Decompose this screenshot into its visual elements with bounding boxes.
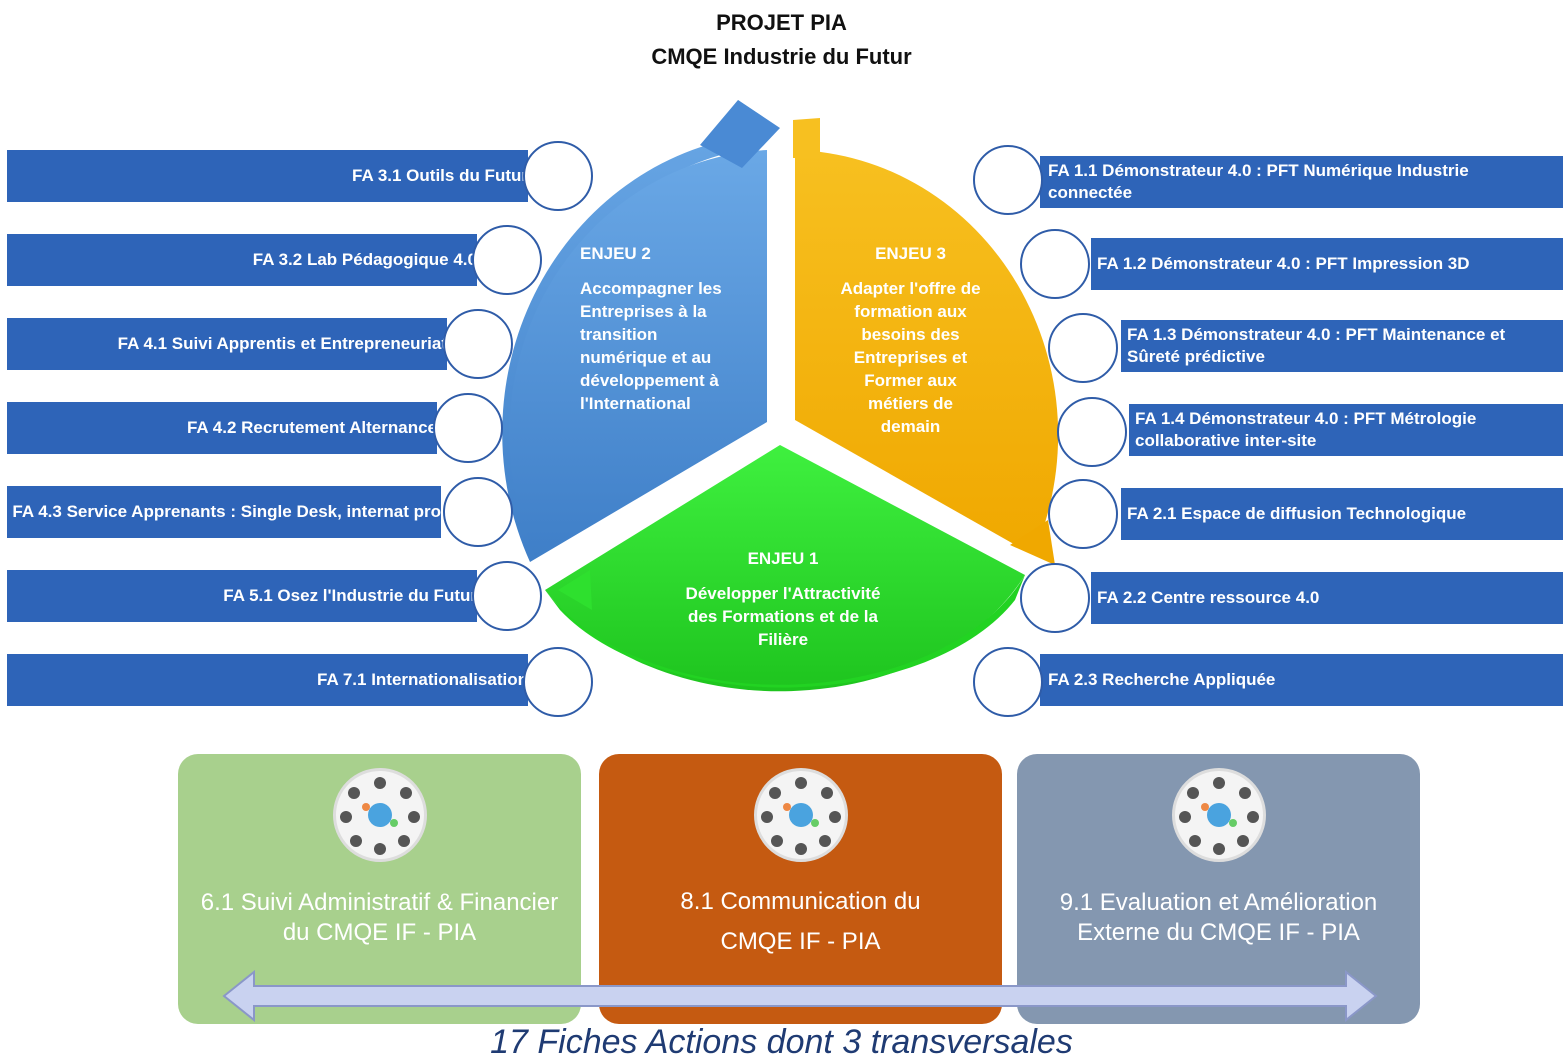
action-label: FA 1.2 Démonstrateur 4.0 : PFT Impressio… (1097, 254, 1470, 273)
enjeu-3-block: ENJEU 3 Adapter l'offre de formation aux… (838, 242, 983, 438)
action-label: FA 2.3 Recherche Appliquée (1048, 670, 1276, 689)
circle-fa-3-1 (523, 141, 593, 211)
action-bar-fa-1-3: FA 1.3 Démonstrateur 4.0 : PFT Maintenan… (1121, 320, 1563, 372)
enjeu-1-arrow-head (558, 570, 592, 610)
transversal-label: 8.1 Communication du CMQE IF - PIA (680, 888, 921, 955)
circle-fa-7-1 (523, 647, 593, 717)
enjeu-2-sector-body (509, 150, 767, 556)
circle-fa-2-1 (1048, 479, 1118, 549)
action-label: FA 3.2 Lab Pédagogique 4.0 (252, 250, 477, 269)
enjeu-3-text: Adapter l'offre de formation aux besoins… (840, 279, 981, 436)
action-bar-fa-2-2: FA 2.2 Centre ressource 4.0 (1091, 572, 1563, 624)
diagram-title: PROJET PIA (716, 10, 847, 35)
enjeu-2-block: ENJEU 2 Accompagner les Entreprises à la… (580, 242, 740, 415)
enjeu-3-heading: ENJEU 3 (875, 244, 946, 263)
enjeu-2-text: Accompagner les Entreprises à la transit… (580, 279, 722, 413)
people-circle-logo-icon (753, 768, 848, 862)
circle-fa-4-3 (443, 477, 513, 547)
action-label: FA 5.1 Osez l'Industrie du Futur (223, 586, 477, 605)
action-label: FA 1.3 Démonstrateur 4.0 : PFT Maintenan… (1127, 325, 1506, 366)
action-label: FA 3.1 Outils du Futur (352, 166, 528, 185)
circle-fa-1-4 (1057, 397, 1127, 467)
enjeu-2-arrow-head (700, 100, 780, 168)
enjeu-2-heading: ENJEU 2 (580, 244, 651, 263)
action-bar-fa-3-1: FA 3.1 Outils du Futur (7, 150, 528, 202)
enjeu-1-text: Développer l'Attractivité des Formations… (685, 584, 881, 649)
action-label: FA 7.1 Internationalisation (317, 670, 528, 689)
people-circle-logo-icon (332, 768, 427, 862)
double-arrow-icon (222, 969, 1378, 1023)
circle-fa-4-2 (433, 393, 503, 463)
action-bar-fa-4-3: FA 4.3 Service Apprenants : Single Desk,… (7, 486, 441, 538)
action-label: FA 4.2 Recrutement Alternance (186, 418, 437, 437)
action-label: FA 2.2 Centre ressource 4.0 (1097, 588, 1320, 607)
diagram-subtitle: CMQE Industrie du Futur (651, 44, 912, 69)
footer-caption: 17 Fiches Actions dont 3 transversales (490, 1023, 1073, 1061)
enjeu-1-sector (545, 445, 1025, 692)
action-bar-fa-1-1: FA 1.1 Démonstrateur 4.0 : PFT Numérique… (1040, 156, 1563, 208)
circle-fa-1-3 (1048, 313, 1118, 383)
circle-fa-4-1 (443, 309, 513, 379)
action-label: FA 4.3 Service Apprenants : Single Desk,… (12, 502, 441, 521)
people-circle-logo-icon (1171, 768, 1266, 862)
enjeu-3-arrow-head (1010, 520, 1055, 565)
action-label: FA 1.4 Démonstrateur 4.0 : PFT Métrologi… (1135, 409, 1477, 450)
enjeu-1-heading: ENJEU 1 (747, 549, 819, 568)
action-bar-fa-3-2: FA 3.2 Lab Pédagogique 4.0 (7, 234, 477, 286)
enjeu-1-block: ENJEU 1 Développer l'Attractivité des Fo… (672, 547, 894, 651)
enjeu-3-arrow-tail (793, 118, 820, 158)
action-bar-fa-1-2: FA 1.2 Démonstrateur 4.0 : PFT Impressio… (1091, 238, 1563, 290)
action-label: FA 4.1 Suivi Apprentis et Entrepreneuria… (117, 334, 447, 353)
action-bar-fa-5-1: FA 5.1 Osez l'Industrie du Futur (7, 570, 477, 622)
circle-fa-1-1 (973, 145, 1043, 215)
transversal-label: 9.1 Evaluation et Amélioration Externe d… (1059, 889, 1378, 946)
action-label: FA 1.1 Démonstrateur 4.0 : PFT Numérique… (1048, 161, 1469, 202)
enjeu-3-sector (795, 150, 1059, 555)
circle-fa-3-2 (472, 225, 542, 295)
action-label: FA 2.1 Espace de diffusion Technologique (1127, 504, 1467, 523)
transversal-card-9-1: 9.1 Evaluation et Amélioration Externe d… (1017, 754, 1420, 1024)
action-bar-fa-4-1: FA 4.1 Suivi Apprentis et Entrepreneuria… (7, 318, 447, 370)
action-bar-fa-2-3: FA 2.3 Recherche Appliquée (1040, 654, 1563, 706)
action-bar-fa-4-2: FA 4.2 Recrutement Alternance (7, 402, 437, 454)
circle-fa-2-3 (973, 647, 1043, 717)
transversal-label: 6.1 Suivi Administratif & Financier du C… (200, 889, 559, 946)
circle-fa-1-2 (1020, 229, 1090, 299)
circle-fa-2-2 (1020, 563, 1090, 633)
circle-fa-5-1 (472, 561, 542, 631)
action-bar-fa-1-4: FA 1.4 Démonstrateur 4.0 : PFT Métrologi… (1129, 404, 1563, 456)
action-bar-fa-2-1: FA 2.1 Espace de diffusion Technologique (1121, 488, 1563, 540)
transversal-card-8-1: 8.1 Communication du CMQE IF - PIA (599, 754, 1002, 1024)
action-bar-fa-7-1: FA 7.1 Internationalisation (7, 654, 528, 706)
